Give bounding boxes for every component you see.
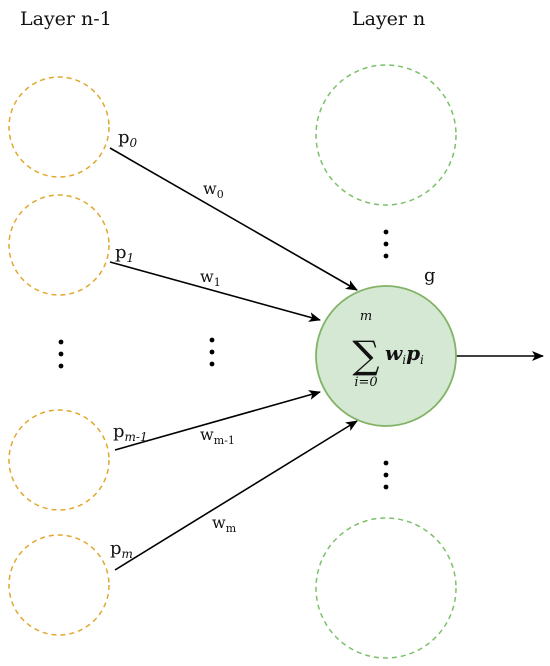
activation-label: g [424, 265, 436, 286]
weight-label-w0: w0 [203, 179, 224, 201]
edge-wm [114, 420, 358, 571]
sum-symbol: ∑ [352, 333, 379, 377]
sum-term: wipi [385, 341, 424, 367]
vertical-ellipsis-upper-right [383, 229, 389, 259]
weight-label-wm-1: wm-1 [200, 425, 235, 447]
prev-layer-title: Layer n-1 [20, 8, 112, 30]
vertical-ellipsis-middle [209, 337, 215, 367]
input-edges [109, 147, 358, 571]
next-node-bottom [315, 517, 457, 659]
next-node-top [315, 64, 457, 206]
edge-wm-1 [114, 390, 321, 451]
input-label-p1: p1 [115, 242, 134, 265]
input-label-p0: p0 [118, 127, 138, 150]
edge-w1 [109, 261, 321, 322]
input-label-pm-1: pm-1 [113, 421, 148, 444]
vertical-ellipsis-lower-right [383, 460, 389, 490]
weight-labels: w0 w1 wm-1 wm [200, 179, 237, 535]
vertical-ellipsis-left [58, 339, 64, 369]
next-layer-title: Layer n [352, 8, 425, 30]
sum-formula: m ∑ i=0 wipi [352, 309, 424, 390]
prev-node-m [8, 534, 110, 636]
weight-label-w1: w1 [200, 267, 221, 289]
prev-node-0 [8, 76, 110, 178]
next-layer-nodes [315, 64, 457, 659]
prev-node-m-1 [8, 409, 110, 511]
prev-node-1 [8, 194, 110, 296]
sum-lower-limit: i=0 [354, 375, 377, 390]
term-w-sub: i [402, 353, 406, 367]
input-labels: p0 p1 pm-1 pm [110, 127, 148, 561]
input-label-pm: pm [110, 538, 133, 561]
neuron-node [315, 285, 457, 427]
prev-layer-nodes [8, 76, 110, 636]
weight-label-wm: wm [212, 513, 237, 535]
sum-upper-limit: m [360, 309, 372, 324]
term-p: p [406, 341, 420, 365]
term-w: w [385, 341, 403, 365]
edge-w0 [109, 147, 358, 291]
ellipsis-dots [58, 229, 389, 490]
term-p-sub: i [420, 353, 424, 367]
